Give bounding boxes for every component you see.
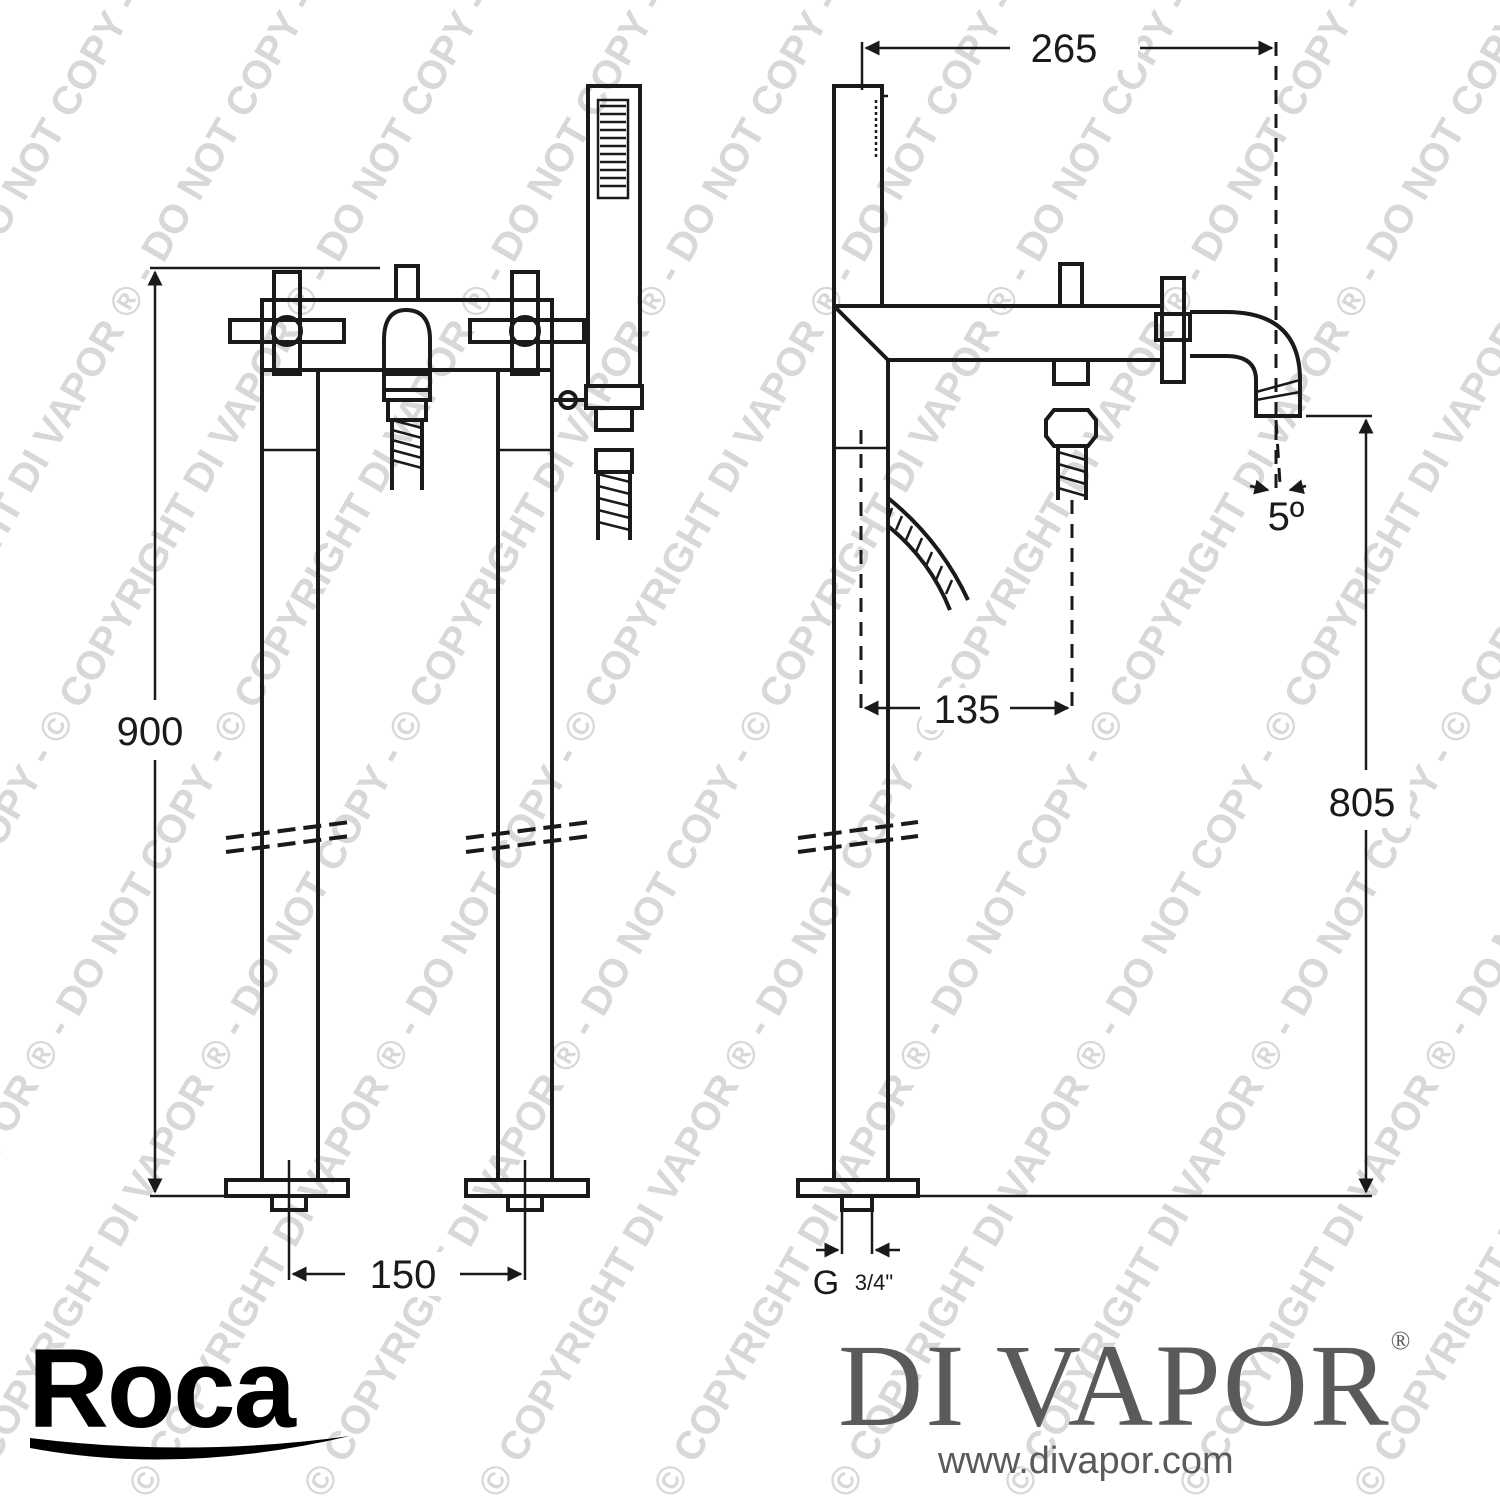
website-link[interactable]: www.divapor.com: [938, 1440, 1234, 1482]
right-leg: [464, 370, 590, 1212]
dimension-150-label: 150: [370, 1253, 437, 1297]
angle-indicator: [1249, 419, 1307, 495]
roca-swoosh: [30, 1436, 350, 1460]
dimension-900-label: 900: [117, 710, 184, 754]
left-cross-handle: [228, 270, 346, 376]
curved-hose: [886, 496, 970, 611]
roca-logo: Roca: [28, 1326, 296, 1451]
thread-fraction-label: 3/4": [855, 1270, 893, 1295]
reach-dimension: [860, 40, 1278, 490]
thread-g-label: G: [813, 1264, 839, 1302]
column: [796, 84, 920, 1212]
horizontal-body: [832, 262, 1160, 386]
diverter-knob: [394, 264, 420, 302]
side-hose-connector: [1044, 408, 1098, 500]
spout-height-dimension: [918, 414, 1374, 1198]
divapor-logo: DI VAPOR®: [838, 1318, 1478, 1454]
dimension-805-label: 805: [1329, 781, 1396, 825]
break-marks-side: [797, 820, 919, 854]
thread-dimension: [816, 1210, 900, 1258]
front-spout: [382, 307, 432, 490]
right-cross-handle: [468, 270, 586, 376]
height-dimension: [147, 266, 380, 1198]
break-marks-front: [225, 820, 591, 854]
side-view: [796, 40, 1374, 1258]
front-view: [147, 84, 644, 1282]
dimension-135-label: 135: [934, 688, 1001, 732]
hand-shower: [554, 84, 644, 540]
watermark-line: © COPYRIGHT DI VAPOR ® - DO NOT COPY - ©…: [645, 0, 1500, 1500]
angle-5-label: 5º: [1268, 495, 1305, 539]
registered-mark: ®: [1390, 1326, 1413, 1355]
divapor-name: DI VAPOR: [838, 1320, 1391, 1451]
side-cross-handle: [1154, 276, 1192, 384]
dimension-265-label: 265: [1031, 27, 1098, 71]
side-spout: [1190, 310, 1302, 418]
offset-dimension: [859, 430, 1074, 716]
left-leg: [224, 370, 350, 1212]
spacing-dimension: [287, 1160, 527, 1282]
